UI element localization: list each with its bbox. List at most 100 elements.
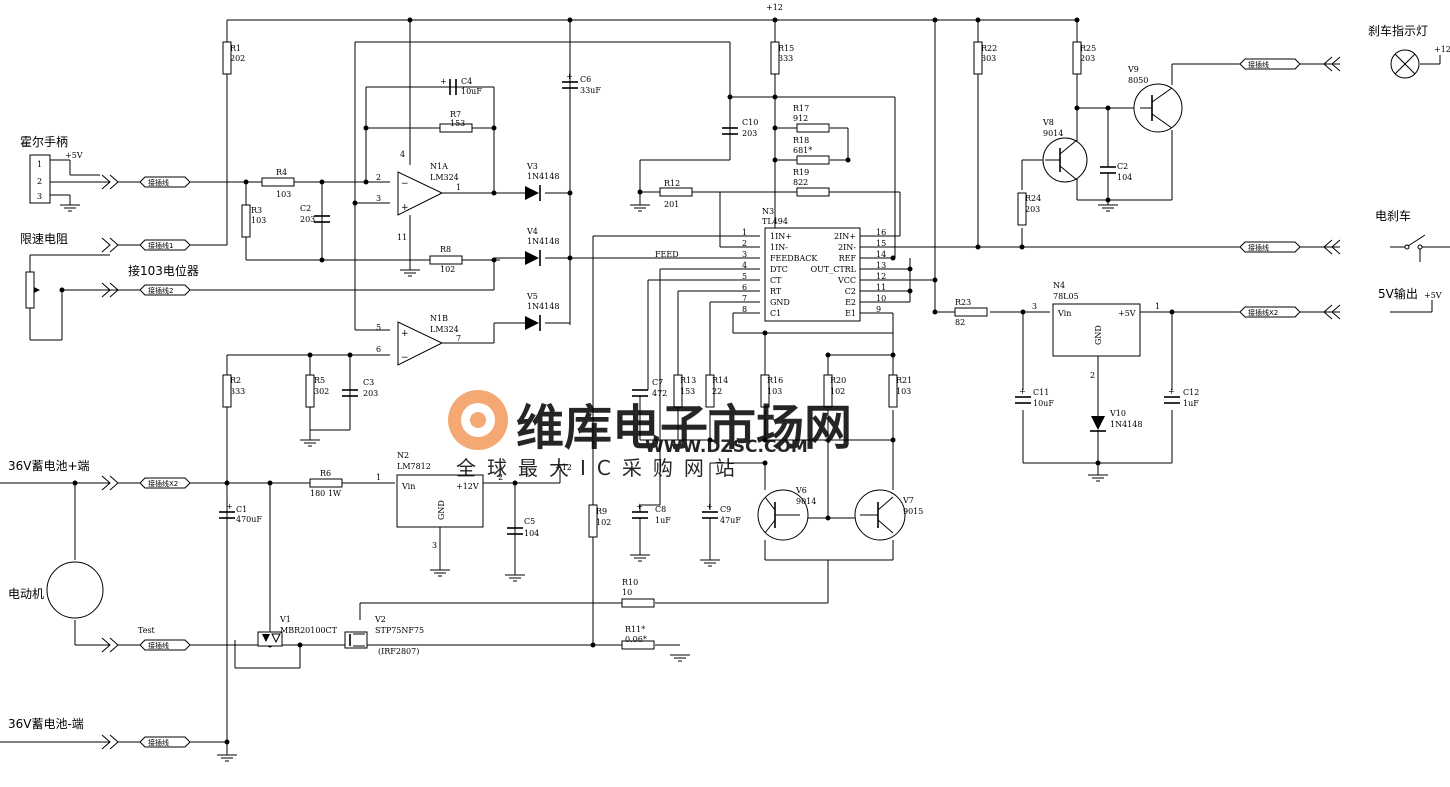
c1-ref: C1 xyxy=(236,505,247,514)
svg-text:1: 1 xyxy=(376,473,381,482)
v1-ref: V1 xyxy=(279,615,291,624)
speed-limit-pot xyxy=(25,254,110,309)
r16-value: 103 xyxy=(767,387,782,396)
tl494-pin-num: 11 xyxy=(876,283,886,292)
n1b-value: LM324 xyxy=(430,325,459,334)
brake-switch xyxy=(1404,234,1426,262)
ground-symbol xyxy=(1098,204,1118,212)
tl494-pin-name: E1 xyxy=(845,309,856,318)
tl494-pin-name: DTC xyxy=(770,265,788,274)
v2-value: STP75NF75 xyxy=(375,626,424,635)
c12-ref: C12 xyxy=(1183,388,1199,397)
watermark-title: 维库电子市场网 xyxy=(516,400,852,456)
ground-symbol xyxy=(670,654,690,662)
svg-text:+: + xyxy=(1168,387,1175,396)
connector-c8: 接插线 xyxy=(1239,239,1341,255)
c8-ref: C8 xyxy=(655,505,666,514)
r21-value: 103 xyxy=(896,387,911,396)
v9-ref: V9 xyxy=(1127,65,1139,74)
svg-text:3: 3 xyxy=(376,194,381,203)
connector-c4: 接插线X2 xyxy=(101,475,198,491)
connector-label: 接插线 xyxy=(148,738,169,747)
op-amp-n1a: −+ N1A LM324 2 3 1 4 11 xyxy=(376,150,461,242)
r19-value: 822 xyxy=(793,178,808,187)
capacitors: + + + + + + + xyxy=(219,20,1180,560)
svg-text:6: 6 xyxy=(376,345,381,354)
svg-text:1: 1 xyxy=(37,160,42,169)
v7-value: 9015 xyxy=(903,507,923,516)
v10-value: 1N4148 xyxy=(1110,420,1142,429)
r24-value: 203 xyxy=(1025,205,1040,214)
r18-ref: R18 xyxy=(793,136,809,145)
c10-ref: C10 xyxy=(742,118,758,127)
ground-symbol xyxy=(300,439,320,447)
svg-text:GND: GND xyxy=(437,500,446,520)
motor-label: 电动机 xyxy=(8,587,44,601)
brake-lamp-label: 刹车指示灯 xyxy=(1368,23,1428,38)
ground-symbol xyxy=(217,754,237,762)
svg-text:+: + xyxy=(566,72,573,81)
r12-value: 201 xyxy=(664,200,679,209)
c3-value: 203 xyxy=(363,389,378,398)
n2-ref: N2 xyxy=(397,451,409,460)
r7-value: 153 xyxy=(450,119,465,128)
r14-value: 22 xyxy=(712,387,722,396)
r8-ref: R8 xyxy=(440,245,451,254)
svg-text:4: 4 xyxy=(400,150,405,159)
tl494-pin-num: 4 xyxy=(742,261,747,270)
r9-ref: R9 xyxy=(596,507,607,516)
tl494-pin-name: CT xyxy=(770,276,782,285)
c1-value: 470uF xyxy=(236,515,262,524)
v8-value: 9014 xyxy=(1043,129,1063,138)
n3-value: TL494 xyxy=(762,217,788,226)
tl494-pin-name: E2 xyxy=(845,298,856,307)
tl494-pin-num: 3 xyxy=(742,250,747,259)
svg-text:1: 1 xyxy=(456,183,461,192)
c2a-value: 203 xyxy=(300,215,315,224)
v6-ref: V6 xyxy=(795,486,807,495)
battery-neg-label: 36V蓄电池-端 xyxy=(8,717,84,731)
c2a-ref: C2 xyxy=(300,204,311,213)
c12-value: 1uF xyxy=(1183,399,1199,408)
v3-value: 1N4148 xyxy=(527,172,559,181)
r6-value: 180 1W xyxy=(310,489,342,498)
r18-value: 681* xyxy=(793,146,812,155)
tl494-pin-name: REF xyxy=(839,254,857,263)
svg-text:3: 3 xyxy=(37,192,42,201)
regulator-n2: N2 LM7812 Vin +12V GND 1 2 3 xyxy=(376,451,503,570)
svg-text:11: 11 xyxy=(397,233,407,242)
out-5v-supply: +5V xyxy=(1424,291,1442,300)
n2-supply-label: +12 xyxy=(555,463,572,472)
c7-ref: C7 xyxy=(652,378,663,387)
r10-ref: R10 xyxy=(622,578,638,587)
c9-value: 47uF xyxy=(720,516,741,525)
svg-text:5: 5 xyxy=(376,323,381,332)
connector-c6: 接插线 xyxy=(101,734,198,750)
connector-c2: 接插线1 xyxy=(101,237,198,253)
connector-label: 接插线X2 xyxy=(1248,308,1278,317)
regulator-n4: N4 78L05 Vin +5V GND 3 1 2 xyxy=(1032,281,1160,380)
speed-limit-label: 限速电阻 xyxy=(20,232,68,246)
out-5v-label: 5V输出 xyxy=(1378,286,1418,301)
r25-value: 203 xyxy=(1080,54,1095,63)
grounds xyxy=(60,204,1118,762)
r7-ref: R7 xyxy=(450,110,461,119)
c2b-ref: C2 xyxy=(1117,162,1128,171)
v4-ref: V4 xyxy=(526,227,538,236)
lamp-12v-label: +12V xyxy=(1434,45,1450,54)
svg-text:+12V: +12V xyxy=(456,482,479,491)
r3-ref: R3 xyxy=(251,206,262,215)
svg-text:Vin: Vin xyxy=(1057,309,1071,318)
c6-ref: C6 xyxy=(580,75,591,84)
c5-ref: C5 xyxy=(524,517,535,526)
r1-value: 202 xyxy=(230,54,245,63)
tl494-pin-name: 2IN+ xyxy=(834,232,856,241)
tl494-pin-num: 13 xyxy=(876,261,886,270)
connect-pot-label: 接103电位器 xyxy=(128,263,199,278)
svg-text:2: 2 xyxy=(1090,371,1095,380)
v7-ref: V7 xyxy=(902,496,914,505)
v3-ref: V3 xyxy=(526,162,538,171)
diodes xyxy=(525,185,1106,432)
connector-c7: 接插线 xyxy=(1239,56,1341,72)
motor xyxy=(46,561,104,619)
